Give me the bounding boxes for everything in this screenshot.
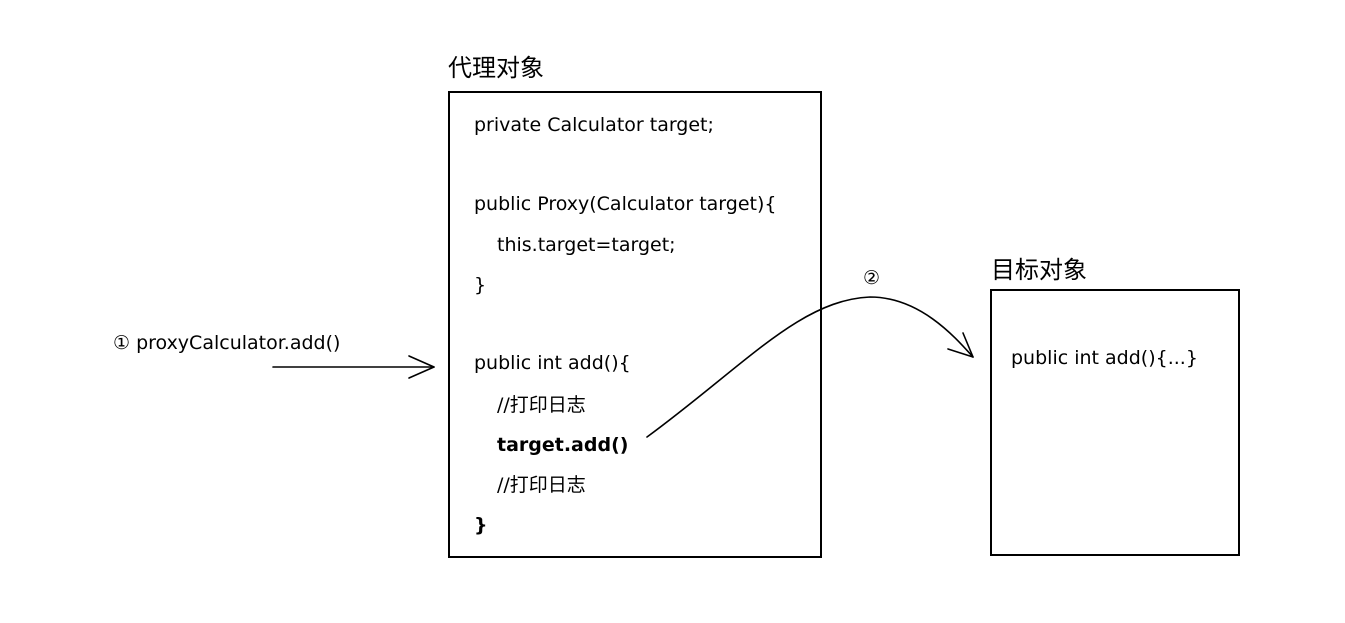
proxy-add-signature-line: public int add(){: [474, 352, 631, 374]
target-object-title: 目标对象: [991, 256, 1087, 284]
proxy-object-box: private Calculator target; public Proxy(…: [448, 91, 822, 558]
target-add-method-line: public int add(){...}: [1011, 347, 1198, 369]
proxy-target-add-call: target.add(): [497, 434, 629, 456]
proxy-constructor-signature-line: public Proxy(Calculator target){: [474, 193, 777, 215]
proxy-add-close-line: }: [474, 514, 488, 536]
proxy-constructor-body-line: this.target=target;: [497, 234, 676, 256]
call-arrow-to-proxy: [272, 355, 435, 379]
proxy-log-comment-before: //打印日志: [497, 394, 586, 416]
step-one-label: ① proxyCalculator.add(): [113, 332, 341, 354]
step-two-label: ②: [863, 267, 881, 289]
target-object-box: public int add(){...}: [990, 289, 1240, 556]
proxy-field-line: private Calculator target;: [474, 114, 714, 136]
proxy-log-comment-after: //打印日志: [497, 474, 586, 496]
proxy-object-title: 代理对象: [448, 54, 544, 82]
proxy-constructor-close-line: }: [474, 274, 487, 296]
